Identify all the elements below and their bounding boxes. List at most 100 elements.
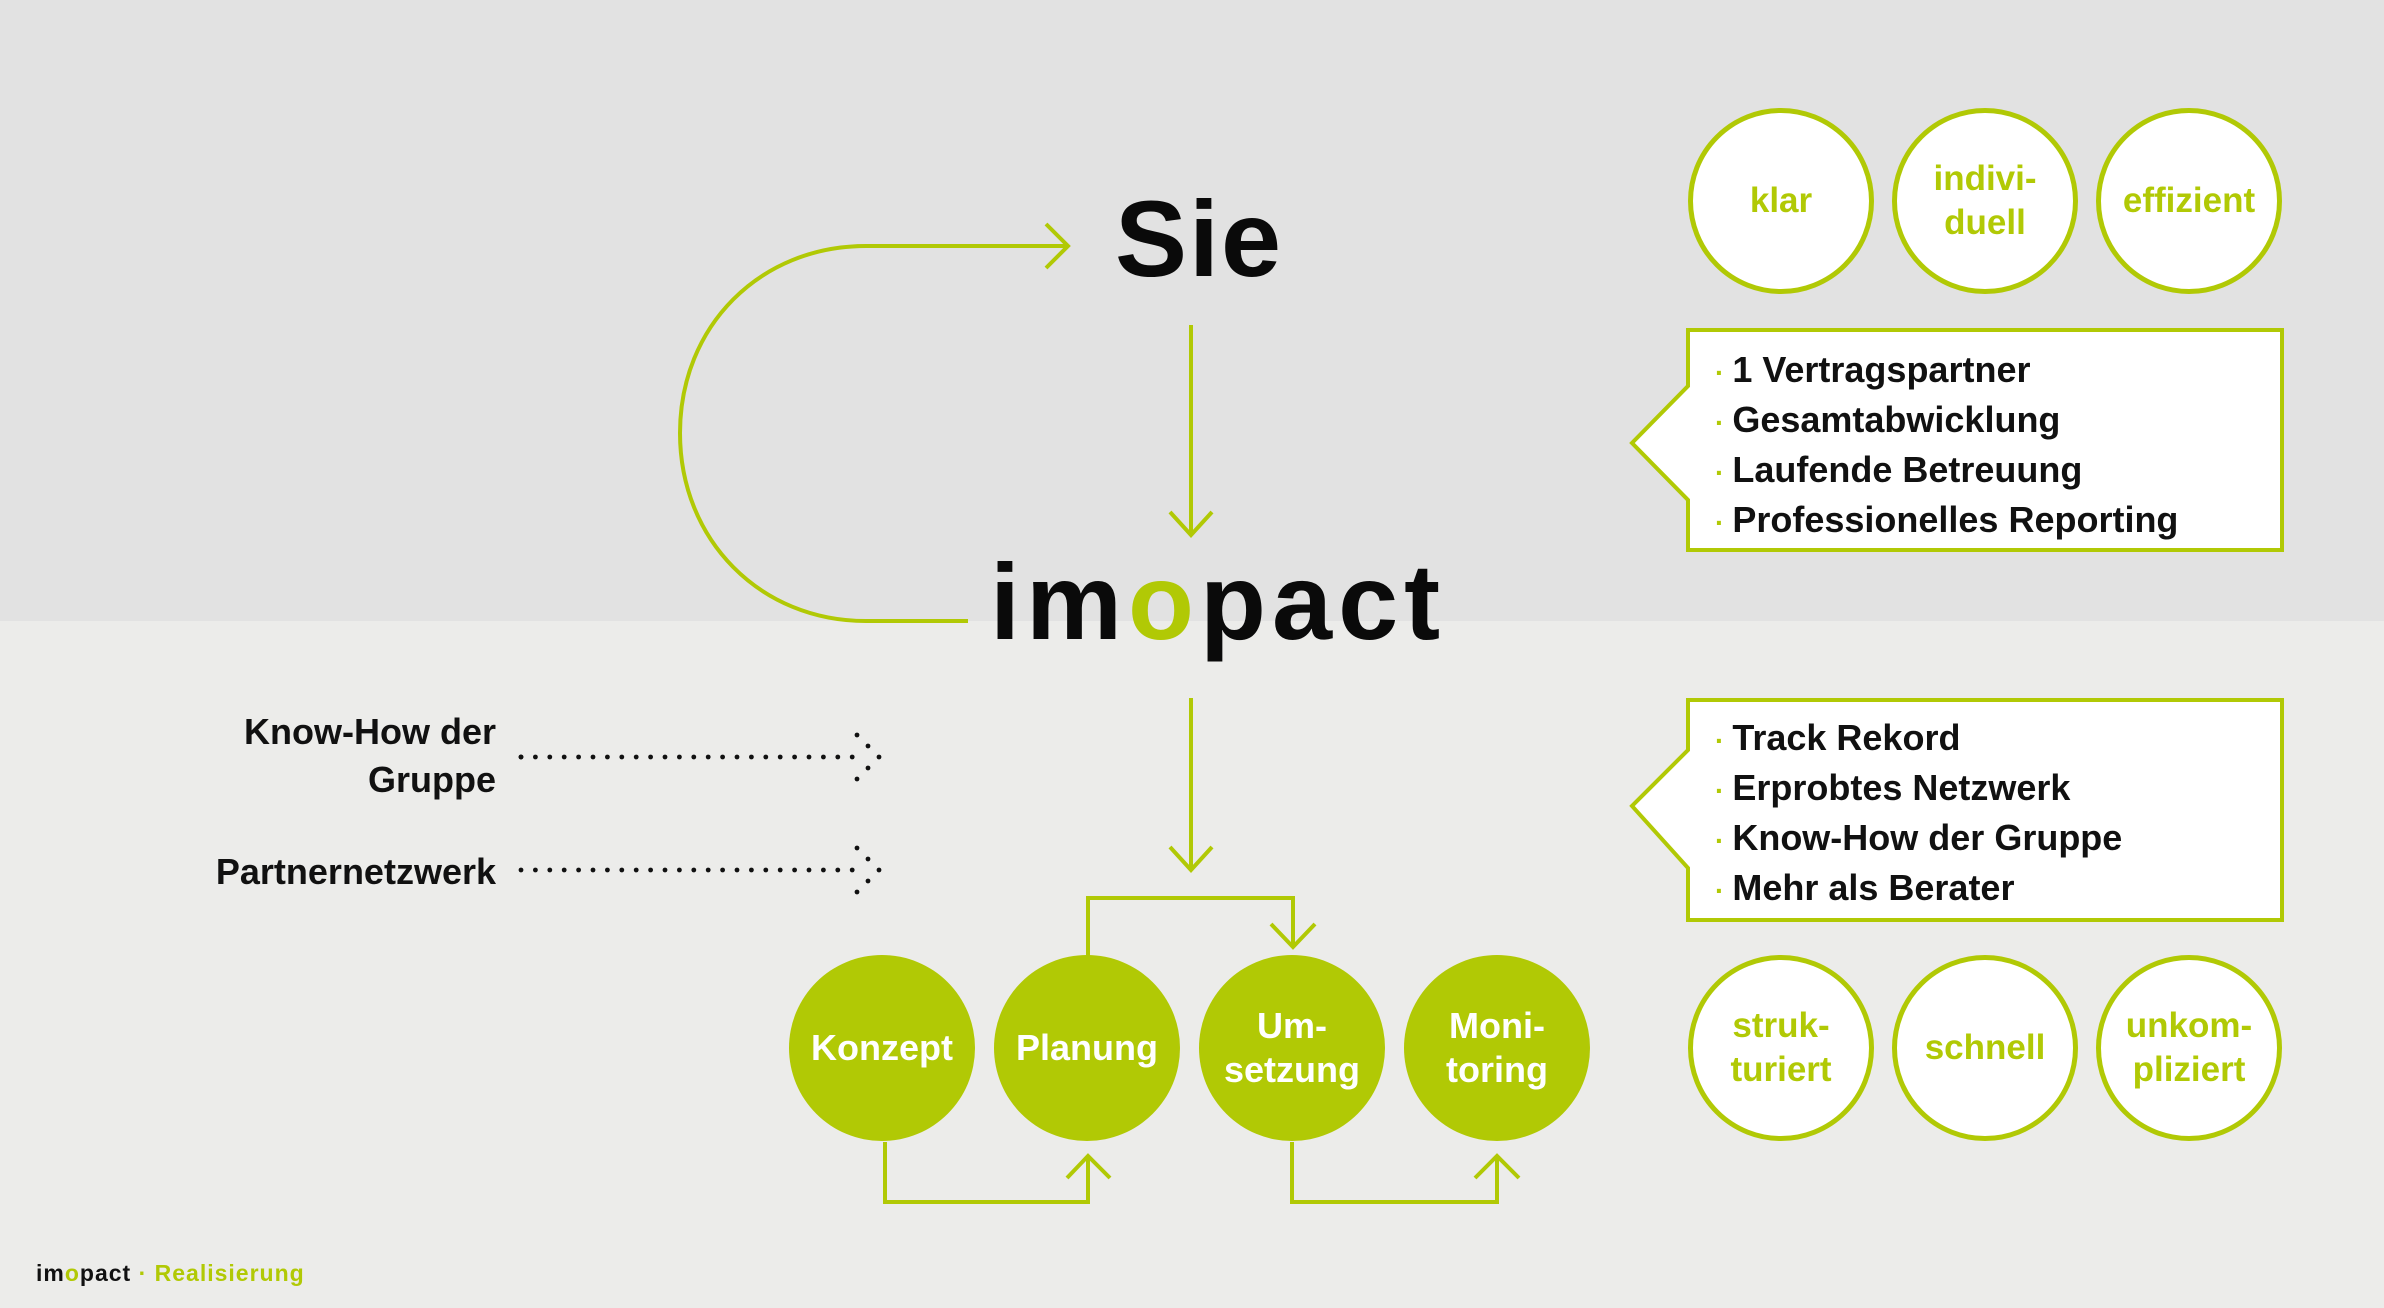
dot: [806, 754, 812, 760]
bullet-icon: ·: [1715, 456, 1725, 488]
dot: [835, 867, 841, 873]
step-label: toring: [1446, 1049, 1548, 1090]
dot: [720, 754, 725, 760]
input-label-line: Partnernetzwerk: [215, 851, 496, 892]
dot: [677, 754, 682, 760]
list-item-text: Erprobtes Netzwerk: [1732, 766, 2071, 808]
step-monitoring: Moni- toring: [1404, 955, 1590, 1141]
dot: [749, 867, 754, 873]
client-label: Sie: [1115, 178, 1284, 299]
dot: [677, 867, 682, 873]
quality-label: effizient: [2122, 181, 2256, 220]
input-partnernetzwerk-label: Partnernetzwerk: [180, 848, 496, 896]
dotted-arrow-knowhow: [518, 732, 882, 782]
quality-label: klar: [1749, 181, 1813, 220]
dotted-arrows: [518, 732, 882, 895]
dot: [691, 867, 697, 873]
logo-highlight-o: o: [1128, 541, 1201, 662]
step-label: Konzept: [811, 1027, 953, 1068]
dot: [547, 867, 553, 873]
dot: [633, 754, 639, 760]
list-item: ·Know-How der Gruppe: [1715, 814, 2122, 864]
list-item-text: Mehr als Berater: [1732, 866, 2015, 908]
bullet-icon: ·: [1715, 506, 1725, 538]
arrowhead-dot: [854, 845, 860, 851]
step-umsetzung: Um- setzung: [1199, 955, 1385, 1141]
dot: [705, 754, 711, 760]
callout-top-box: [1629, 328, 2284, 552]
step-label: setzung: [1223, 1049, 1360, 1090]
footer-brand-highlight: o: [64, 1260, 80, 1286]
dot: [777, 754, 783, 760]
dot: [821, 754, 826, 760]
arrow-sie-to-imopact-head: [1168, 510, 1214, 538]
dot: [576, 867, 581, 873]
dot: [619, 867, 625, 873]
quality-label: unkom-: [2125, 1006, 2253, 1045]
list-item: ·1 Vertragspartner: [1715, 346, 2178, 396]
list-item: ·Track Rekord: [1715, 714, 2122, 764]
list-item: ·Erprobtes Netzwerk: [1715, 764, 2122, 814]
dot: [633, 867, 639, 873]
bullet-icon: ·: [1715, 774, 1725, 806]
dot: [734, 754, 740, 760]
dot: [792, 867, 797, 873]
dot: [533, 754, 538, 760]
bullet-icon: ·: [1715, 874, 1725, 906]
dot: [763, 867, 769, 873]
step-konzept: Konzept: [789, 955, 975, 1141]
dotted-arrow-partnernetzwerk: [518, 845, 882, 895]
arrowhead-dot: [876, 754, 882, 760]
list-item: ·Mehr als Berater: [1715, 864, 2122, 914]
footer-separator: ·: [131, 1260, 155, 1286]
callout-bottom-list: ·Track Rekord ·Erprobtes Netzwerk ·Know-…: [1715, 714, 2122, 914]
quality-individuell: indivi- duell: [1892, 108, 2078, 294]
dot: [749, 754, 754, 760]
list-item-text: Track Rekord: [1732, 717, 1961, 758]
input-label-line: Know-How der: [244, 711, 496, 752]
dot: [835, 754, 841, 760]
dot: [821, 867, 826, 873]
callout-bottom-box: [1629, 698, 2284, 922]
bullet-icon: ·: [1715, 406, 1725, 438]
dot: [547, 754, 553, 760]
arrowhead-dot: [865, 743, 871, 749]
dot: [590, 754, 596, 760]
arrowhead-dot: [865, 765, 871, 771]
dot: [533, 867, 538, 873]
dot: [576, 754, 581, 760]
arrowhead-dot: [854, 776, 860, 782]
feedback-loop-arrowhead: [1044, 222, 1071, 270]
footer-brand: imopact · Realisierung: [36, 1260, 305, 1287]
quality-effizient: effizient: [2096, 108, 2282, 294]
callout-top-list: ·1 Vertragspartner ·Gesamtabwicklung ·La…: [1715, 346, 2178, 546]
step-label: Planung: [1016, 1027, 1158, 1068]
dot: [619, 754, 625, 760]
quality-label: indivi-: [1933, 159, 2037, 198]
dot: [590, 867, 596, 873]
arrowhead-dot: [865, 878, 871, 884]
dot: [720, 867, 725, 873]
footer-section: Realisierung: [154, 1260, 305, 1286]
list-item: ·Gesamtabwicklung: [1715, 396, 2178, 446]
list-item: ·Professionelles Reporting: [1715, 496, 2178, 546]
dot: [691, 754, 697, 760]
dot: [734, 867, 740, 873]
quality-schnell: schnell: [1892, 955, 2078, 1141]
arrow-umsetzung-to-monitoring: [1290, 1142, 1499, 1204]
arrow-konzept-to-planung-head: [1065, 1153, 1112, 1180]
feedback-loop-arrow: [677, 244, 1068, 623]
quality-label: duell: [1944, 203, 2026, 242]
list-item: ·Laufende Betreuung: [1715, 446, 2178, 496]
quality-label: struk-: [1732, 1006, 1830, 1045]
arrowhead-dot: [876, 867, 882, 873]
footer-brand-prefix: im: [36, 1260, 65, 1286]
dot: [763, 754, 769, 760]
quality-strukturiert: struk- turiert: [1688, 955, 1874, 1141]
bullet-icon: ·: [1715, 356, 1725, 388]
list-item-text: Professionelles Reporting: [1732, 498, 2179, 540]
dot: [662, 867, 668, 873]
dot: [518, 867, 524, 873]
logo-prefix: im: [990, 541, 1129, 662]
